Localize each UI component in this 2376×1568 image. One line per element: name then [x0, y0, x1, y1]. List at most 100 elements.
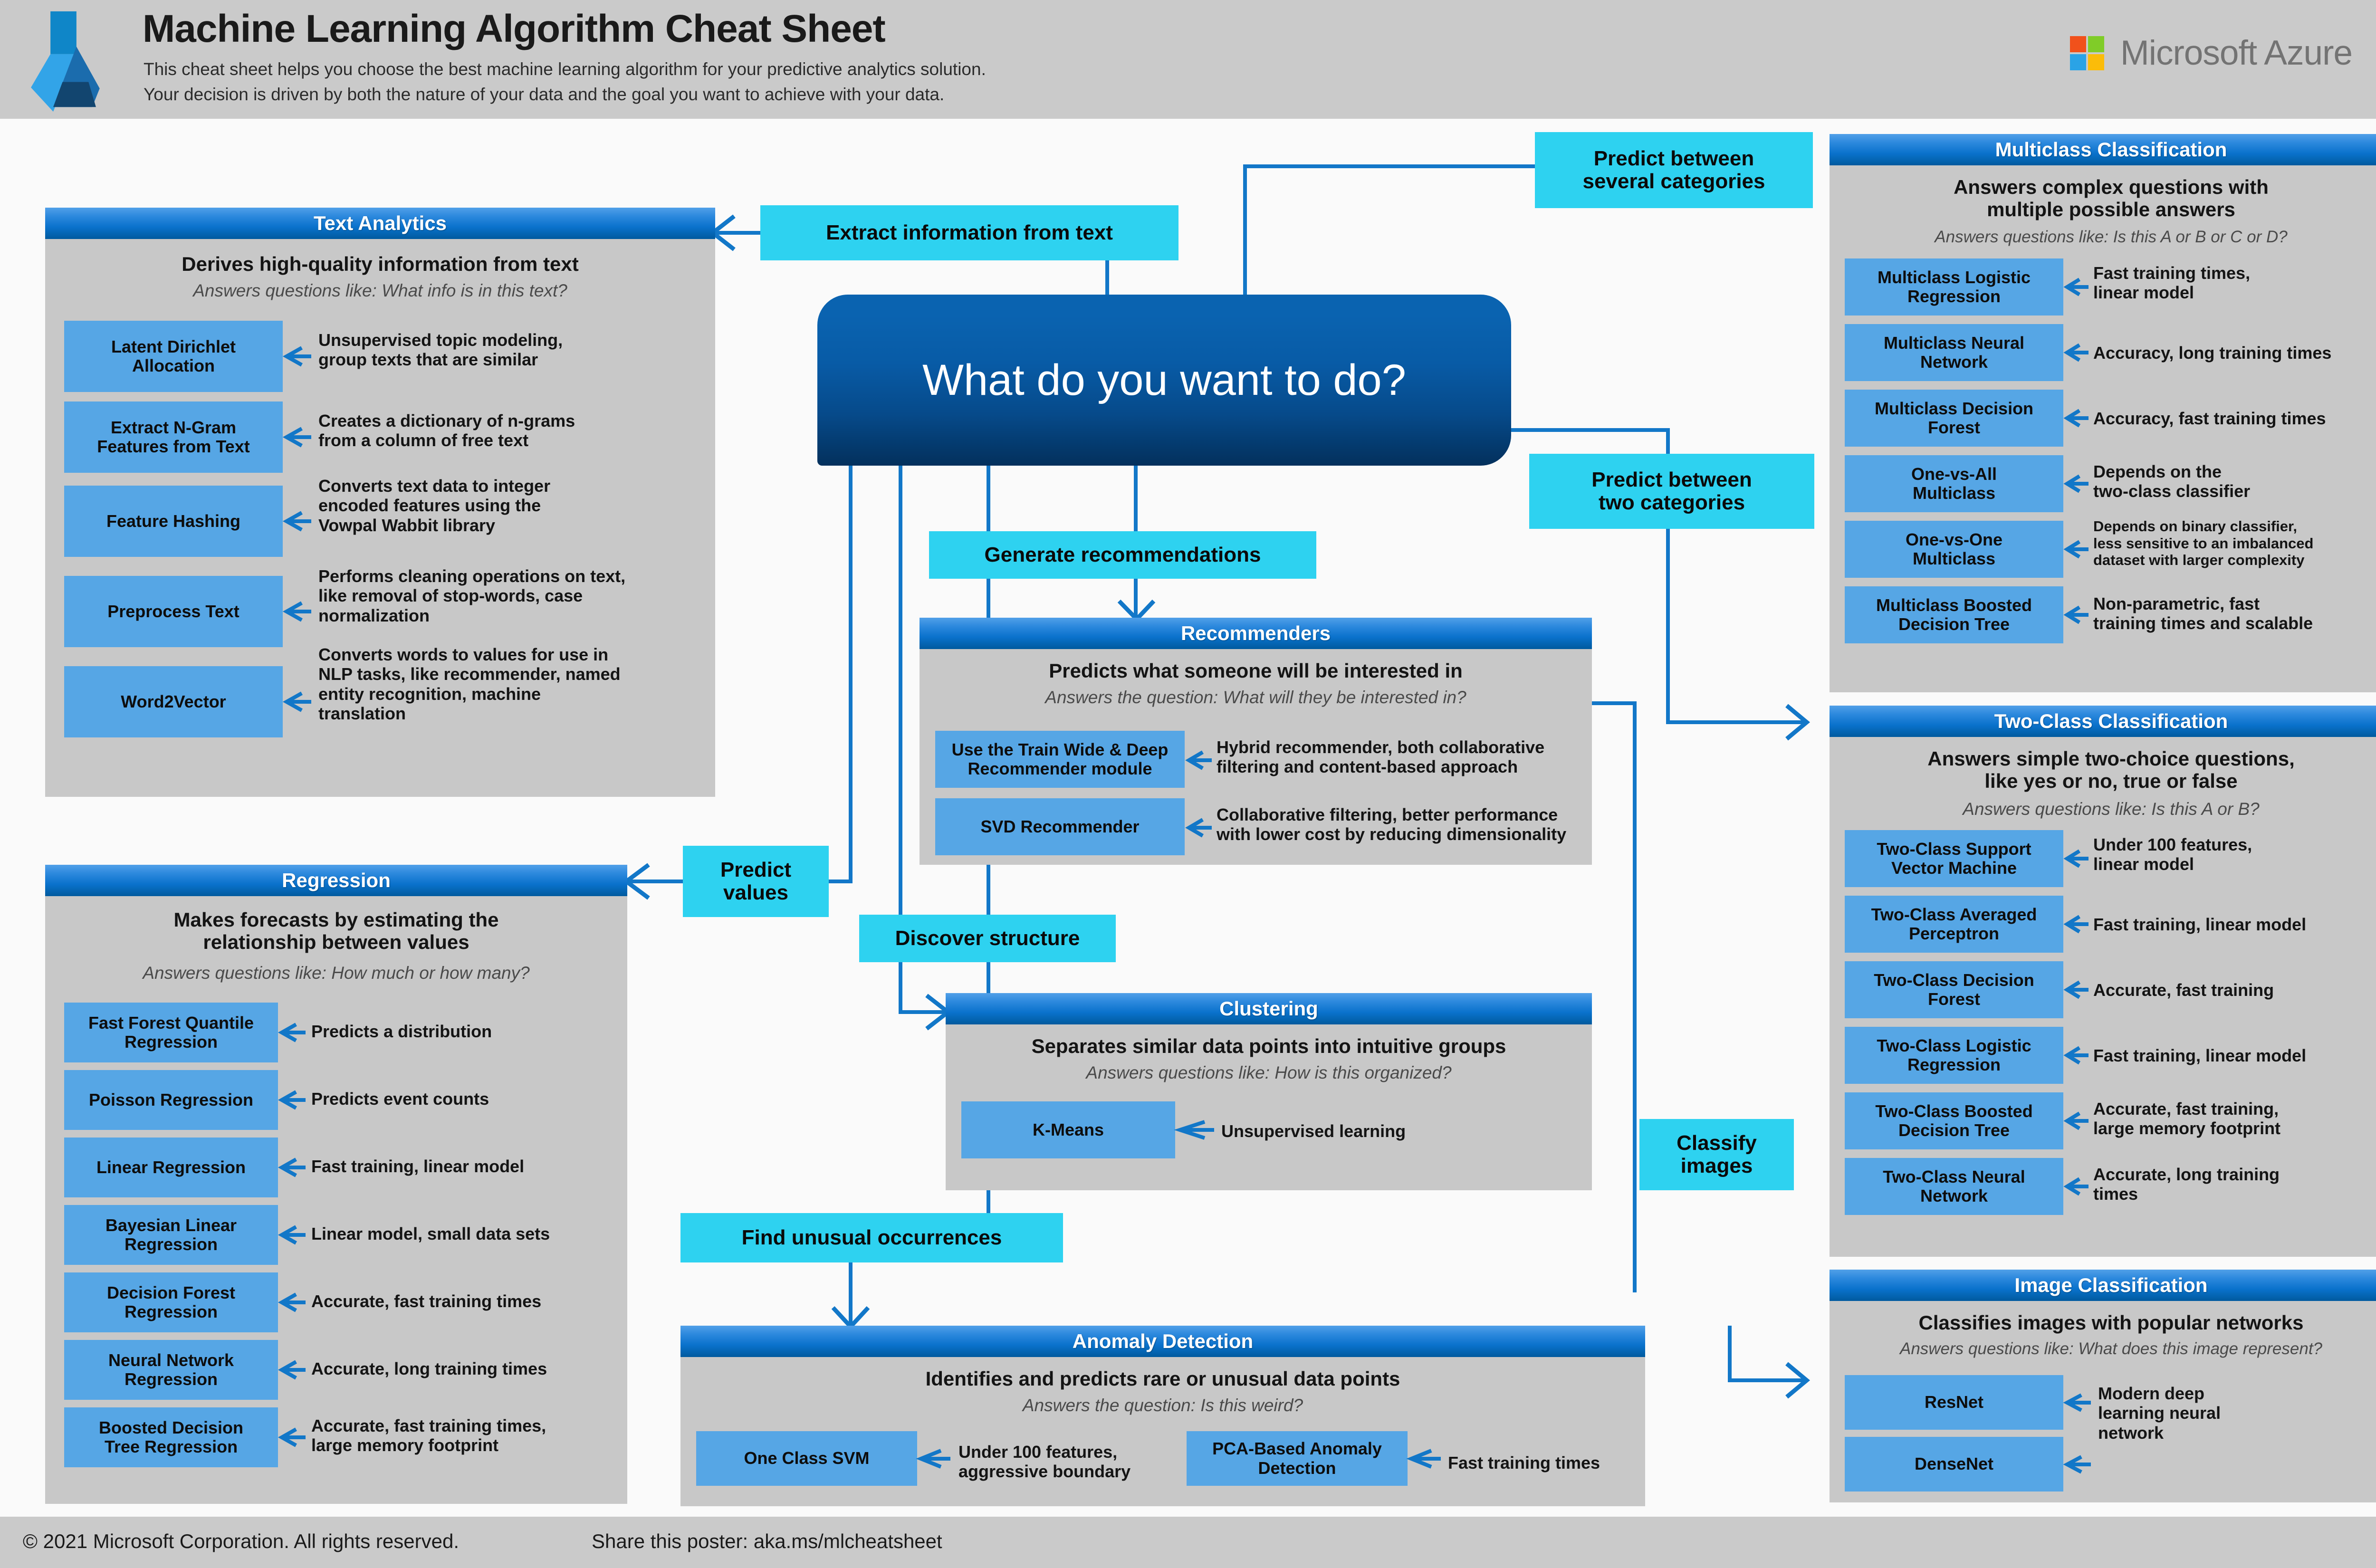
algorithm-label: Extract N-Gram Features from Text: [97, 417, 250, 456]
algorithm-chip[interactable]: Preprocess Text: [64, 576, 283, 647]
decision-classify-images[interactable]: Classify images: [1639, 1119, 1794, 1190]
algorithm-label: Multiclass Decision Forest: [1874, 398, 2034, 437]
panel-question: Answers questions like: How is this orga…: [1086, 1063, 1452, 1082]
algorithm-chip[interactable]: Feature Hashing: [64, 486, 283, 557]
microsoft-azure-brand: Microsoft Azure: [2069, 33, 2353, 73]
algorithm-chip[interactable]: Two-Class Averaged Perceptron: [1845, 896, 2063, 953]
panel-title-regression: Regression: [45, 865, 627, 896]
algorithm-chip[interactable]: Two-Class Boosted Decision Tree: [1845, 1092, 2063, 1149]
algorithm-note: Predicts a distribution: [311, 1022, 492, 1041]
algorithm-chip[interactable]: One Class SVM: [696, 1431, 917, 1486]
algorithm-chip[interactable]: ResNet: [1845, 1375, 2063, 1430]
panel-question: Answers questions like: What info is in …: [193, 281, 567, 300]
algorithm-label: Decision Forest Regression: [106, 1282, 236, 1321]
panel-text-analytics: Text Analytics Derives high-quality info…: [45, 208, 715, 797]
algorithm-note: Modern deep learning neural network: [2098, 1384, 2221, 1443]
panel-image-classification: Image Classification Classifies images w…: [1830, 1270, 2376, 1502]
algorithm-note: Depends on binary classifier, less sensi…: [2093, 518, 2314, 569]
algorithm-note: Accurate, long training times: [2093, 1165, 2280, 1204]
algorithm-label: Use the Train Wide & Deep Recommender mo…: [951, 739, 1169, 778]
decision-generate-recommendations[interactable]: Generate recommendations: [929, 531, 1316, 579]
panel-arrow-layer: [1185, 750, 1212, 838]
page-title: Machine Learning Algorithm Cheat Sheet: [143, 7, 886, 50]
panel-question: Answers questions like: Is this A or B o…: [1935, 228, 2288, 246]
decision-label: Predict between several categories: [1582, 146, 1765, 193]
decision-find-unusual-occurrences[interactable]: Find unusual occurrences: [680, 1213, 1063, 1262]
algorithm-chip[interactable]: Two-Class Neural Network: [1845, 1158, 2063, 1215]
algorithm-note: Accurate, long training times: [311, 1359, 547, 1378]
panel-clustering: Clustering Separates similar data points…: [946, 993, 1592, 1190]
algorithm-label: Latent Dirichlet Allocation: [111, 336, 236, 375]
algorithm-label: PCA-Based Anomaly Detection: [1212, 1439, 1382, 1478]
panel-title-label: Clustering: [1219, 997, 1318, 1020]
algorithm-chip[interactable]: K-Means: [961, 1101, 1175, 1158]
algorithm-label: Two-Class Logistic Regression: [1877, 1035, 2031, 1074]
algorithm-label: Boosted Decision Tree Regression: [98, 1417, 244, 1456]
algorithm-chip[interactable]: Multiclass Logistic Regression: [1845, 258, 2063, 316]
panel-title-label: Regression: [282, 869, 391, 891]
algorithm-label: One Class SVM: [744, 1448, 870, 1468]
algorithm-chip[interactable]: Two-Class Support Vector Machine: [1845, 830, 2063, 887]
algorithm-note: Performs cleaning operations on text, li…: [318, 566, 626, 625]
panel-title-label: Recommenders: [1180, 622, 1331, 644]
panel-description: Makes forecasts by estimating the relati…: [173, 908, 499, 954]
algorithm-chip[interactable]: Linear Regression: [64, 1138, 278, 1197]
footer-share-link[interactable]: Share this poster: aka.ms/mlcheatsheet: [592, 1530, 942, 1552]
algorithm-note: Linear model, small data sets: [311, 1224, 550, 1243]
algorithm-chip[interactable]: Use the Train Wide & Deep Recommender mo…: [935, 731, 1185, 788]
decision-label: Predict values: [720, 858, 792, 904]
algorithm-chip[interactable]: Two-Class Logistic Regression: [1845, 1027, 2063, 1084]
algorithm-chip[interactable]: Decision Forest Regression: [64, 1272, 278, 1332]
algorithm-note: Converts text data to integer encoded fe…: [318, 476, 551, 535]
algorithm-chip[interactable]: Boosted Decision Tree Regression: [64, 1407, 278, 1467]
algorithm-chip[interactable]: DenseNet: [1845, 1437, 2063, 1492]
algorithm-chip[interactable]: Bayesian Linear Regression: [64, 1205, 278, 1265]
algorithm-chip[interactable]: Neural Network Regression: [64, 1340, 278, 1400]
decision-predict-between-several-categories[interactable]: Predict between several categories: [1535, 132, 1813, 208]
algorithm-label: ResNet: [1924, 1392, 1984, 1412]
algorithm-chip[interactable]: Poisson Regression: [64, 1070, 278, 1130]
panel-arrow-layer: [1174, 1120, 1214, 1140]
page-subtitle-line-1: This cheat sheet helps you choose the be…: [144, 59, 986, 79]
panel-arrow-layer: [916, 1449, 1441, 1469]
decision-label: Generate recommendations: [984, 543, 1261, 566]
algorithm-chip[interactable]: SVD Recommender: [935, 798, 1185, 855]
algorithm-note: Hybrid recommender, both collaborative f…: [1217, 737, 1545, 777]
decision-predict-between-two-categories[interactable]: Predict between two categories: [1529, 454, 1814, 529]
algorithm-chip[interactable]: One-vs-One Multiclass: [1845, 521, 2063, 578]
algorithm-chip[interactable]: Fast Forest Quantile Regression: [64, 1003, 278, 1062]
decision-predict-values[interactable]: Predict values: [683, 846, 829, 917]
algorithm-chip[interactable]: Two-Class Decision Forest: [1845, 961, 2063, 1018]
algorithm-chip[interactable]: Word2Vector: [64, 666, 283, 737]
algorithm-label: Word2Vector: [121, 691, 226, 711]
algorithm-label: Neural Network Regression: [108, 1350, 234, 1389]
decision-discover-structure[interactable]: Discover structure: [859, 915, 1116, 962]
root-question-node[interactable]: What do you want to do?: [817, 295, 1511, 466]
algorithm-label: Multiclass Boosted Decision Tree: [1876, 595, 2032, 634]
panel-arrow-layer: [2063, 1393, 2091, 1474]
algorithm-label: Two-Class Boosted Decision Tree: [1875, 1101, 2033, 1140]
algorithm-label: Poisson Regression: [88, 1090, 254, 1109]
algorithm-label: Two-Class Averaged Perceptron: [1871, 904, 2037, 943]
algorithm-note: Accurate, fast training times: [311, 1291, 542, 1311]
panel-multiclass-classification: Multiclass Classification Answers comple…: [1830, 134, 2376, 692]
panel-title-recommenders: Recommenders: [920, 618, 1592, 649]
root-question-label: What do you want to do?: [922, 355, 1406, 404]
panel-description: Answers complex questions with multiple …: [1954, 176, 2269, 221]
decision-label: Predict between two categories: [1591, 468, 1752, 514]
algorithm-chip[interactable]: Latent Dirichlet Allocation: [64, 321, 283, 392]
algorithm-chip[interactable]: One-vs-All Multiclass: [1845, 455, 2063, 512]
algorithm-chip[interactable]: Multiclass Decision Forest: [1845, 390, 2063, 447]
algorithm-chip[interactable]: Extract N-Gram Features from Text: [64, 402, 283, 473]
algorithm-chip[interactable]: PCA-Based Anomaly Detection: [1187, 1431, 1408, 1486]
algorithm-note: Fast training times, linear model: [2093, 263, 2251, 303]
panel-question: Answers the question: Is this weird?: [1022, 1396, 1303, 1415]
algorithm-note: Unsupervised topic modeling, group texts…: [318, 330, 563, 370]
algorithm-label: Fast Forest Quantile Regression: [88, 1013, 254, 1052]
algorithm-label: Two-Class Support Vector Machine: [1877, 839, 2031, 878]
panel-arrow-layer: [2063, 849, 2089, 1196]
panel-arrow-layer: [282, 346, 311, 712]
algorithm-chip[interactable]: Multiclass Neural Network: [1845, 324, 2063, 381]
algorithm-chip[interactable]: Multiclass Boosted Decision Tree: [1845, 586, 2063, 643]
decision-extract-information-from-text[interactable]: Extract information from text: [760, 205, 1178, 260]
